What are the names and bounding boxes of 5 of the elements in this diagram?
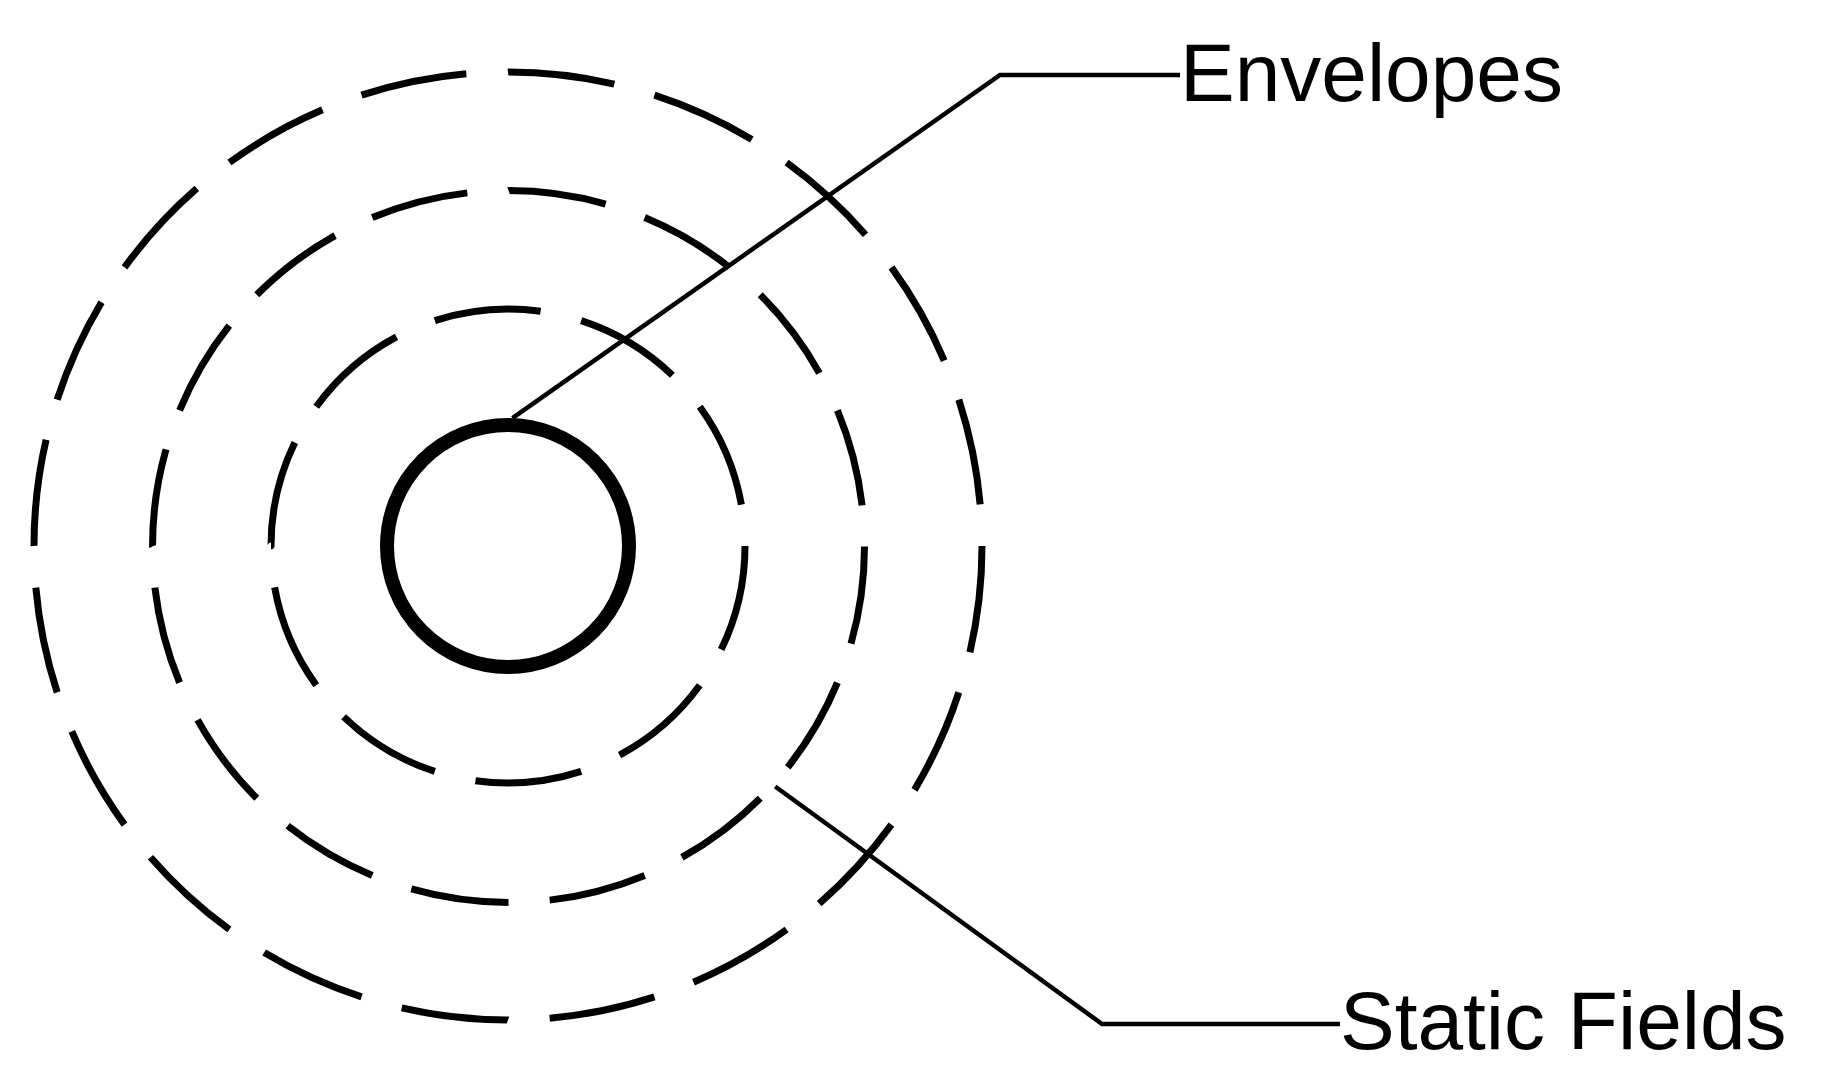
dashed-circle [148, 186, 868, 906]
leader-line [773, 784, 1340, 1027]
solid-circle [380, 418, 636, 674]
callout-label: Static Fields [1340, 980, 1787, 1062]
leader-line [511, 72, 1180, 420]
